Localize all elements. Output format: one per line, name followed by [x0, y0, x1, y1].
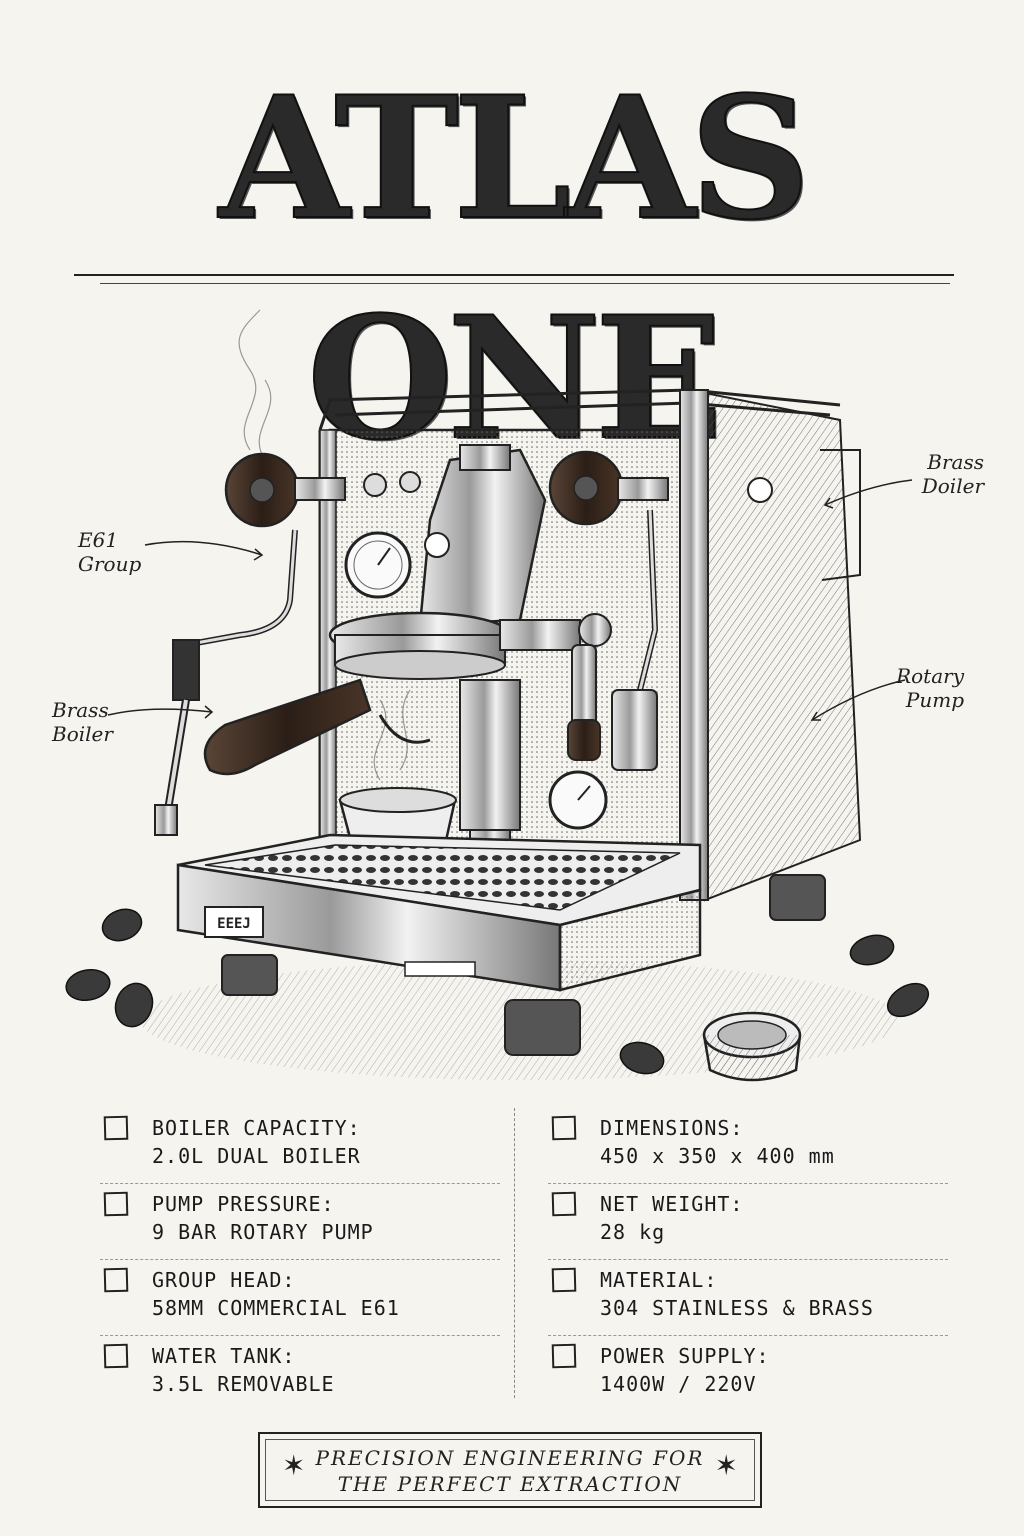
spec-checkbox[interactable]	[103, 1343, 129, 1369]
spec-label: BOILER CAPACITY:	[152, 1116, 361, 1140]
brew-head-ring	[328, 611, 512, 680]
star-icon: ✶	[714, 1449, 738, 1482]
spec-item-material: MATERIAL: 304 STAINLESS & BRASS	[548, 1260, 948, 1336]
espresso-machine-illustration: EEEJ	[65, 309, 930, 1082]
spec-column-left: BOILER CAPACITY: 2.0L DUAL BOILER PUMP P…	[100, 1108, 500, 1411]
spec-value: 304 STAINLESS & BRASS	[600, 1296, 874, 1320]
footer-line-2: THE PERFECT EXTRACTION	[337, 1472, 683, 1496]
spec-label: PUMP PRESSURE:	[152, 1192, 335, 1216]
spec-column-right: DIMENSIONS: 450 x 350 x 400 mm NET WEIGH…	[548, 1108, 948, 1411]
spec-label: NET WEIGHT:	[600, 1192, 744, 1216]
hot-water-wand	[611, 509, 659, 771]
machine-feet	[221, 874, 826, 1056]
spec-column-divider	[514, 1108, 515, 1398]
brew-lever	[567, 644, 601, 761]
drip-tray: EEEJ	[176, 833, 702, 992]
water-knob-right	[548, 450, 669, 526]
coffee-beans	[65, 908, 930, 1075]
machine-side-panel	[688, 388, 862, 902]
callout-arrows	[107, 479, 913, 721]
filter-basket	[702, 1011, 802, 1082]
spec-checkbox[interactable]	[551, 1267, 577, 1293]
spec-item-group-head: GROUP HEAD: 58MM COMMERCIAL E61	[100, 1260, 500, 1336]
footer-line-1: PRECISION ENGINEERING FOR	[315, 1446, 705, 1470]
spec-item-dimensions: DIMENSIONS: 450 x 350 x 400 mm	[548, 1108, 948, 1184]
spec-item-boiler-capacity: BOILER CAPACITY: 2.0L DUAL BOILER	[100, 1108, 500, 1184]
pressure-gauge-icon	[344, 531, 412, 599]
spout-tower	[459, 613, 612, 856]
spec-value: 9 BAR ROTARY PUMP	[152, 1220, 374, 1244]
spec-value: 28 kg	[600, 1220, 666, 1244]
spec-checkbox[interactable]	[103, 1267, 129, 1293]
spec-item-net-weight: NET WEIGHT: 28 kg	[548, 1184, 948, 1260]
spec-label: GROUP HEAD:	[152, 1268, 296, 1292]
spec-label: WATER TANK:	[152, 1344, 296, 1368]
spec-value: 58MM COMMERCIAL E61	[152, 1296, 400, 1320]
e61-group-head	[418, 444, 547, 627]
steam-knob-left	[224, 452, 346, 528]
portafilter-handle	[203, 678, 431, 776]
spec-value: 3.5L REMOVABLE	[152, 1372, 335, 1396]
indicator-lights	[363, 471, 421, 497]
spec-checkbox[interactable]	[103, 1191, 129, 1217]
spec-item-water-tank: WATER TANK: 3.5L REMOVABLE	[100, 1336, 500, 1411]
spec-checkbox[interactable]	[551, 1343, 577, 1369]
title-underline	[74, 274, 954, 276]
spec-checkbox[interactable]	[551, 1115, 577, 1141]
lower-pressure-gauge-icon	[548, 770, 608, 830]
spec-grid: BOILER CAPACITY: 2.0L DUAL BOILER PUMP P…	[90, 1108, 948, 1411]
machine-badge: EEEJ	[217, 916, 251, 932]
spec-value: 2.0L DUAL BOILER	[152, 1144, 361, 1168]
spec-item-pump-pressure: PUMP PRESSURE: 9 BAR ROTARY PUMP	[100, 1184, 500, 1260]
spec-label: MATERIAL:	[600, 1268, 718, 1292]
spec-value: 450 x 350 x 400 mm	[600, 1144, 835, 1168]
spec-checkbox[interactable]	[551, 1191, 577, 1217]
spec-item-power-supply: POWER SUPPLY: 1400W / 220V	[548, 1336, 948, 1411]
page-title: ATLAS ONE	[218, 58, 812, 478]
star-icon: ✶	[282, 1449, 306, 1482]
steam-wand	[154, 529, 298, 836]
spec-value: 1400W / 220V	[600, 1372, 757, 1396]
spec-label: POWER SUPPLY:	[600, 1344, 770, 1368]
footer-banner: ✶ ✶ PRECISION ENGINEERING FOR THE PERFEC…	[258, 1432, 762, 1508]
spec-checkbox[interactable]	[103, 1115, 129, 1141]
title-underline-secondary	[100, 283, 950, 284]
spec-label: DIMENSIONS:	[600, 1116, 744, 1140]
